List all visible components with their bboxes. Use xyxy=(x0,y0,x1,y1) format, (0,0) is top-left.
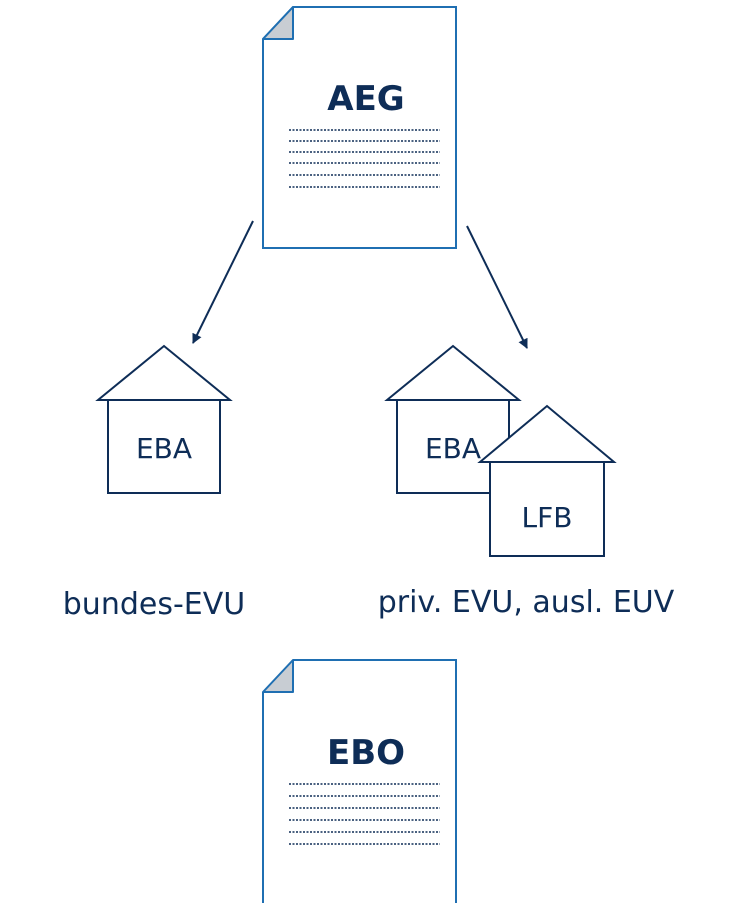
document-title: EBO xyxy=(327,733,405,773)
text-lines xyxy=(289,783,440,845)
house-label: EBA xyxy=(136,432,192,465)
house-eba-left: EBA xyxy=(95,344,233,494)
document-icon xyxy=(262,659,457,903)
page-fold-icon xyxy=(262,6,294,40)
caption-right: priv. EVU, ausl. EUV xyxy=(378,585,675,620)
house-roof xyxy=(95,344,233,401)
house-label: EBA xyxy=(425,432,481,465)
house-icon xyxy=(107,399,221,494)
house-label: LFB xyxy=(522,501,573,534)
arrow-right xyxy=(466,225,528,349)
caption-left: bundes-EVU xyxy=(63,587,245,622)
document-icon xyxy=(262,6,457,249)
house-icon xyxy=(489,461,605,557)
text-lines xyxy=(289,129,440,188)
document-aeg: AEG xyxy=(262,6,457,249)
house-roof xyxy=(384,344,522,401)
arrow-left xyxy=(192,220,254,344)
page-fold-icon xyxy=(262,659,294,693)
document-title: AEG xyxy=(327,79,404,119)
house-lfb: LFB xyxy=(477,404,617,557)
document-ebo: EBO xyxy=(262,659,457,903)
